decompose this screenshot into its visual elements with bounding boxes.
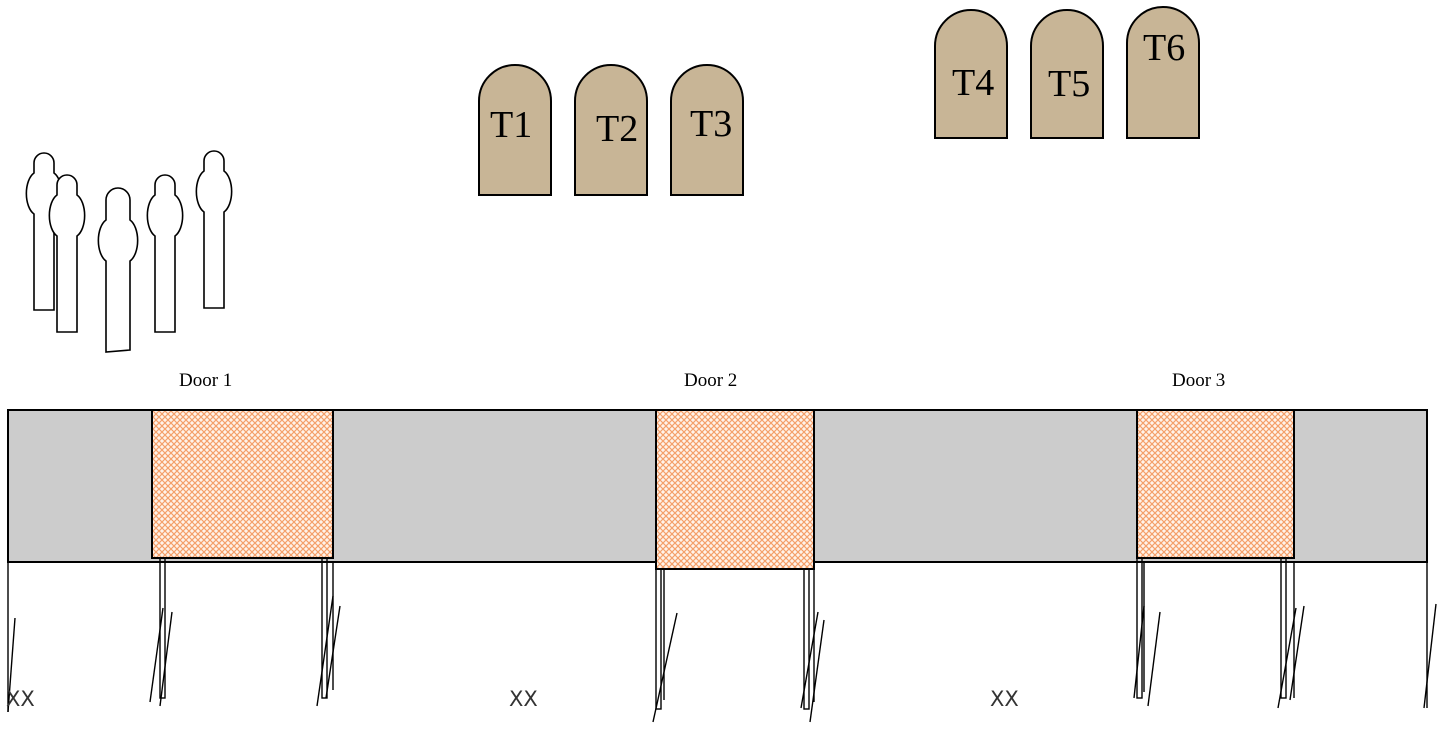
tombstone-shape: [1126, 6, 1200, 139]
tombstone-t5: T5: [1030, 9, 1104, 139]
tombstone-label: T3: [690, 103, 732, 145]
tombstone-t6: T6: [1126, 6, 1200, 139]
tombstone-t4: T4: [934, 9, 1008, 139]
tombstone-t3: T3: [670, 64, 744, 196]
tombstone-shape: [934, 9, 1008, 139]
tombstone-label: T1: [490, 104, 532, 146]
person-figure: [146, 174, 184, 333]
post-lines: [7, 557, 1437, 723]
person-figure: [97, 187, 139, 353]
tombstone-t1: T1: [478, 64, 552, 196]
door-2-label: Door 2: [684, 370, 737, 391]
tombstone-shape: [478, 64, 552, 196]
tombstone-label: T6: [1143, 27, 1185, 69]
person-figure: [195, 150, 233, 309]
xx-marker: XX: [990, 687, 1019, 711]
tombstone-label: T5: [1048, 63, 1090, 105]
tombstone-shape: [574, 64, 648, 196]
people-group: [25, 150, 233, 353]
door-1: [151, 409, 334, 559]
tombstone-shape: [1030, 9, 1104, 139]
door-1-label: Door 1: [179, 370, 232, 391]
tombstone-label: T2: [596, 108, 638, 150]
xx-marker: XX: [509, 687, 538, 711]
door-3-label: Door 3: [1172, 370, 1225, 391]
person-figure: [48, 174, 86, 333]
xx-marker: XX: [6, 687, 35, 711]
tombstone-shape: [670, 64, 744, 196]
door-3: [1136, 409, 1295, 559]
tombstone-t2: T2: [574, 64, 648, 196]
tombstone-label: T4: [952, 62, 994, 104]
door-2: [655, 409, 815, 570]
